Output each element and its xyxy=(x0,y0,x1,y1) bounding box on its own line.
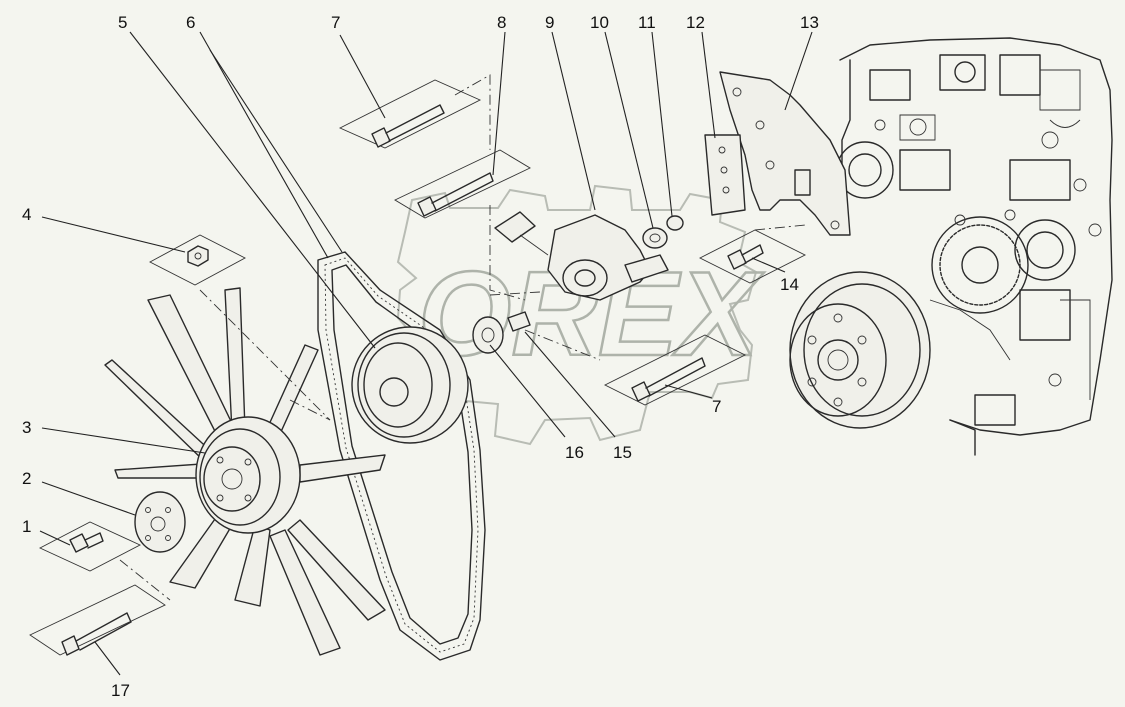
callout-9: 9 xyxy=(545,13,554,32)
fan-pulley xyxy=(351,326,469,444)
engine-block xyxy=(789,37,1113,456)
callout-11: 11 xyxy=(638,13,656,32)
spacer-2 xyxy=(134,491,186,553)
callout-17: 17 xyxy=(111,681,130,700)
callout-1: 1 xyxy=(22,517,31,536)
callout-15: 15 xyxy=(613,443,632,462)
callout-labels: 1 2 3 4 5 6 7 7 8 9 10 11 12 13 14 15 16… xyxy=(22,13,819,700)
bracket-13 xyxy=(719,71,851,236)
fan xyxy=(104,287,386,656)
idler-parts xyxy=(472,311,531,354)
callout-8: 8 xyxy=(497,13,506,32)
leader-lines xyxy=(39,31,813,676)
callout-16: 16 xyxy=(565,443,584,462)
callout-12: 12 xyxy=(686,13,705,32)
drive-belt xyxy=(317,251,486,661)
callout-5: 5 xyxy=(118,13,127,32)
callout-14: 14 xyxy=(780,275,799,294)
callout-13: 13 xyxy=(800,13,819,32)
callout-3: 3 xyxy=(22,418,31,437)
callout-2: 2 xyxy=(22,469,31,488)
plate-12 xyxy=(704,134,746,216)
callout-6: 6 xyxy=(186,13,195,32)
callout-7-top: 7 xyxy=(331,13,340,32)
callout-7-bottom: 7 xyxy=(712,397,721,416)
tensioner-assembly xyxy=(494,211,684,301)
fastener-boxes xyxy=(29,74,806,656)
callout-10: 10 xyxy=(590,13,609,32)
callout-4: 4 xyxy=(22,205,31,224)
